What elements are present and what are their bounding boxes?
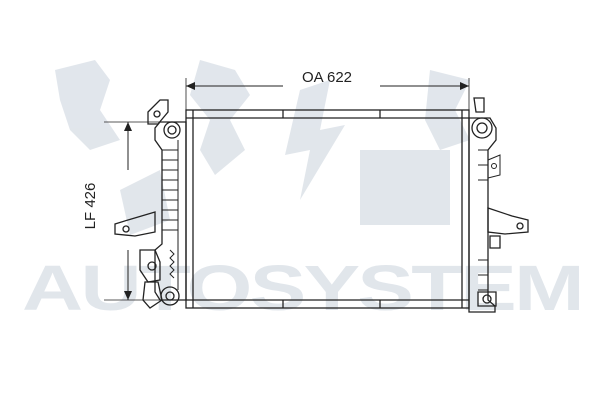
overall-width-dimension bbox=[185, 78, 470, 110]
left-upper-port bbox=[163, 121, 181, 139]
watermark-text: AUTOSYSTEM bbox=[22, 252, 582, 324]
width-arrow-left bbox=[186, 82, 195, 90]
left-tank-fins bbox=[162, 140, 179, 290]
left-lower-port bbox=[160, 286, 180, 306]
right-tank-details bbox=[478, 149, 501, 291]
left-top-mount bbox=[147, 99, 169, 125]
right-top-mount bbox=[473, 97, 485, 113]
left-bottom-outlet bbox=[139, 249, 161, 283]
right-bottom-mount bbox=[477, 291, 497, 307]
right-upper-port bbox=[471, 117, 493, 139]
radiator-outline bbox=[114, 97, 529, 313]
autosystem-watermark: AUTOSYSTEM bbox=[22, 60, 584, 324]
overall-width-label: OA 622 bbox=[302, 69, 352, 86]
height-arrow-bottom bbox=[124, 291, 132, 300]
left-bracket bbox=[114, 211, 156, 237]
height-arrow-top bbox=[124, 122, 132, 131]
core-height-dimension bbox=[104, 121, 160, 301]
right-bracket bbox=[487, 207, 529, 235]
core-height-label: LF 426 bbox=[82, 183, 99, 230]
width-arrow-right bbox=[460, 82, 469, 90]
